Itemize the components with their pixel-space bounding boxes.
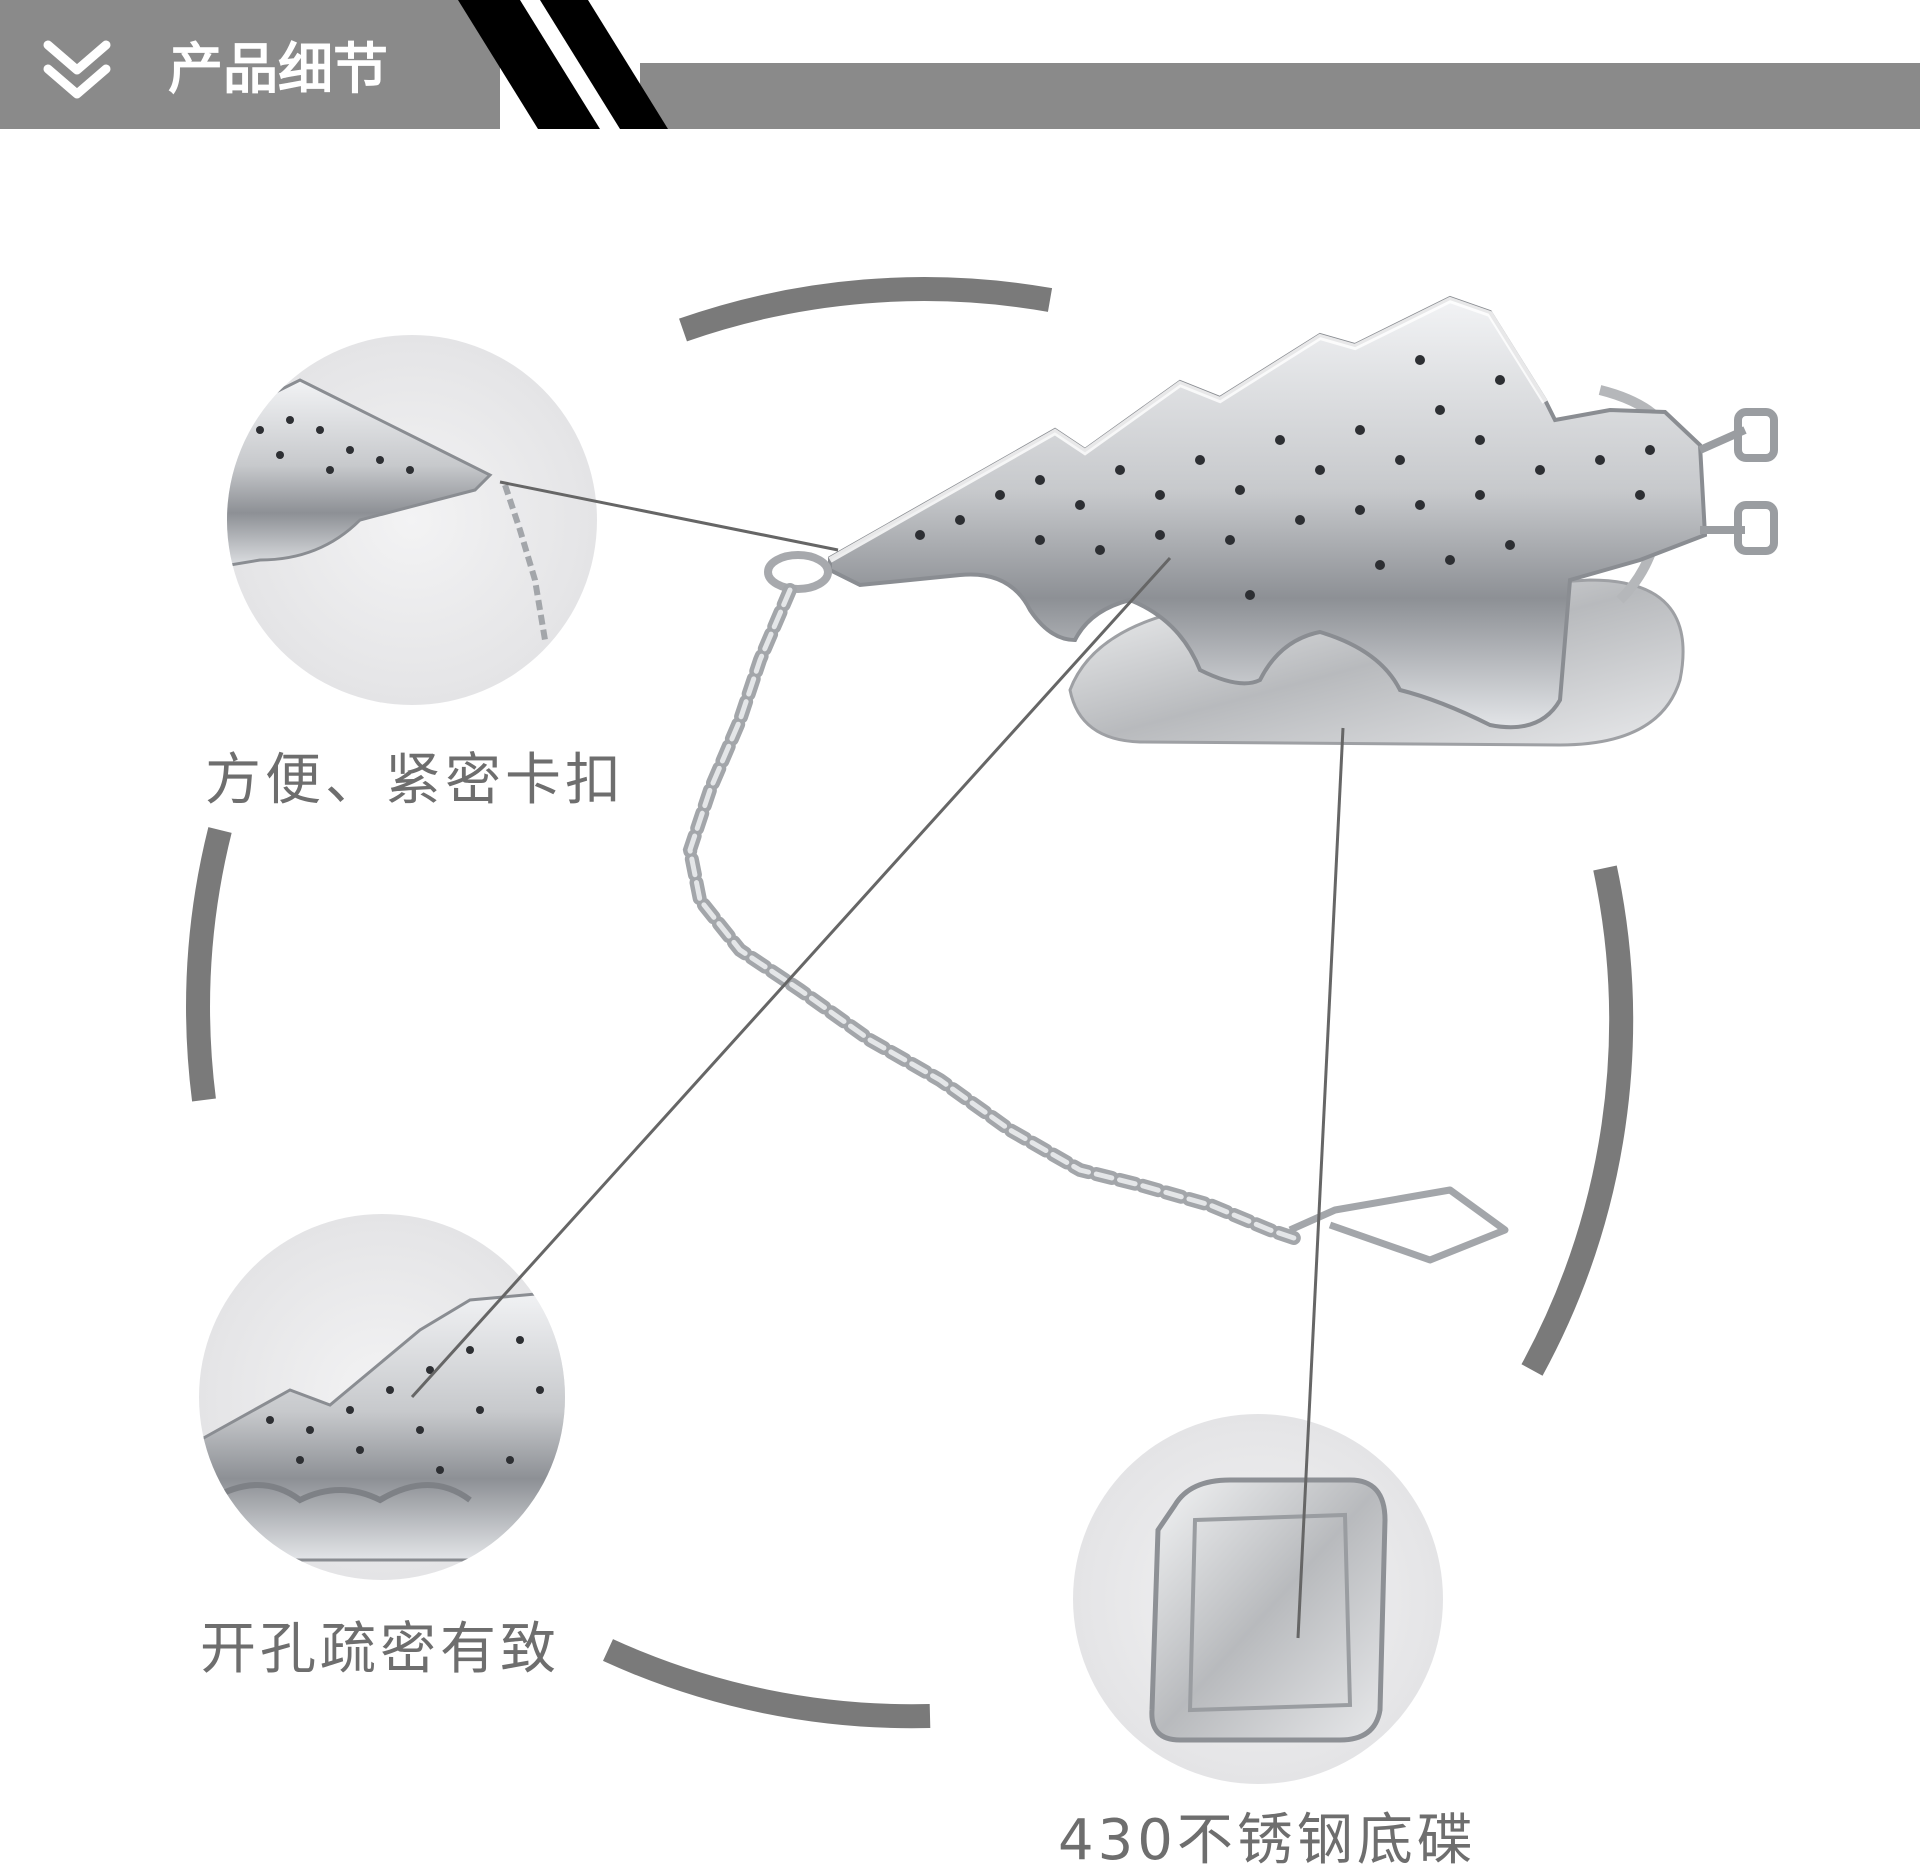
ring-arc-top [679, 277, 1053, 342]
leader-line-clasp [499, 480, 839, 552]
ring-arc-bottom [603, 1639, 931, 1729]
callout-label-perforation: 开孔疏密有致 [200, 1617, 560, 1682]
ring-arc-right [1521, 865, 1634, 1376]
ring-arcs [186, 277, 1634, 1729]
header-stripe-left [458, 0, 600, 129]
leader-line-dish [1296, 727, 1345, 1639]
page-title: 产品细节 [168, 37, 388, 101]
ring-arc-left [186, 827, 232, 1102]
zoom-circle-dish [1073, 1414, 1443, 1784]
zoom-circle-holes [199, 1214, 565, 1580]
callout-label-clasp: 方便、紧密卡扣 [205, 748, 625, 813]
callout-label-bottom-dish: 430不锈钢底碟 [1058, 1808, 1477, 1873]
tea-infuser-product [682, 295, 1778, 1264]
zoom-circle-clasp [227, 335, 597, 705]
header-stripe-right [540, 0, 668, 129]
leader-lines [410, 480, 1345, 1639]
double-chevron-down-icon [43, 40, 111, 99]
leader-line-holes [410, 556, 1172, 1399]
header-bar [0, 0, 1920, 129]
